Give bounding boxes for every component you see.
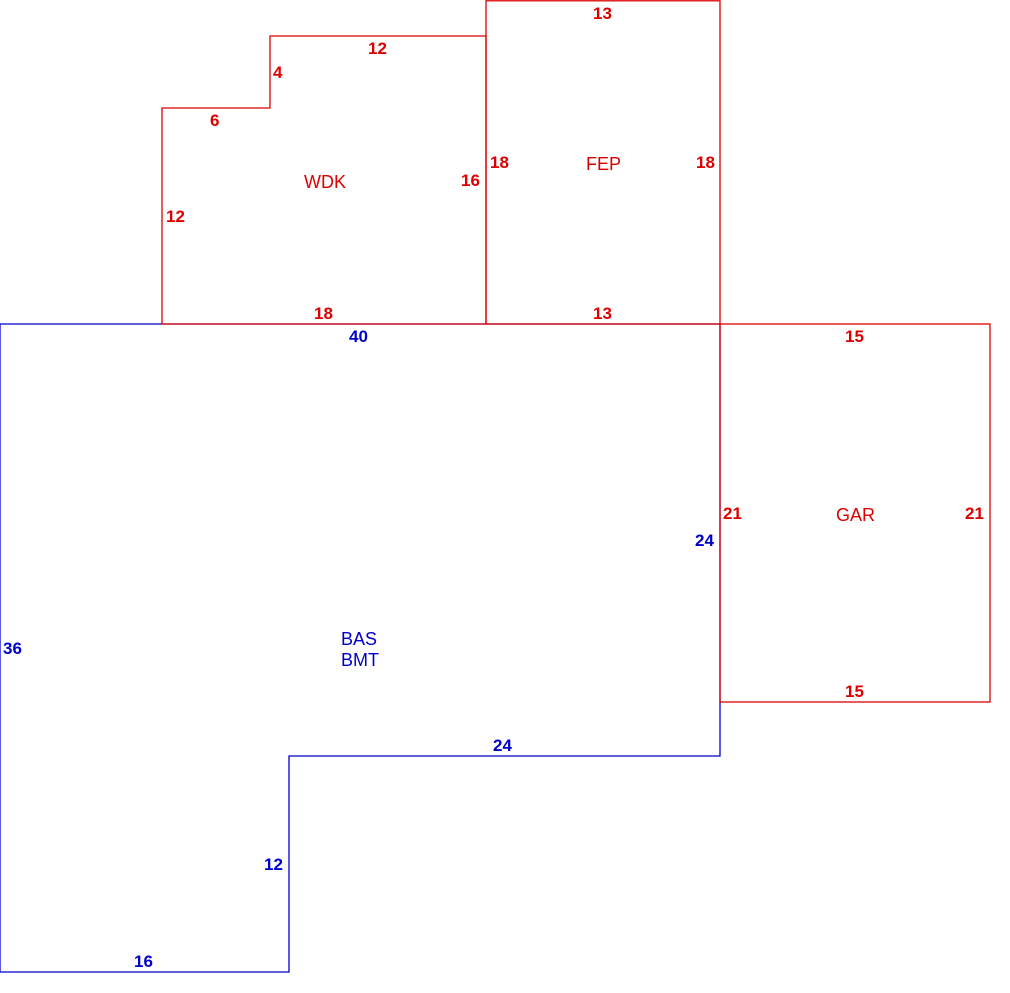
bmt-code: BMT	[341, 650, 379, 670]
area-bas: 40 36 24 24 12 16 BAS BMT	[0, 323, 721, 973]
fep-dim-bottom: 13	[593, 304, 612, 323]
bas-dim-step-side: 12	[264, 855, 283, 874]
wdk-dim-bottom: 18	[314, 304, 333, 323]
gar-dim-right: 21	[965, 504, 984, 523]
bas-dim-bottom: 16	[134, 952, 153, 971]
bas-dim-left: 36	[3, 639, 22, 658]
gar-dim-top: 15	[845, 327, 864, 346]
gar-code: GAR	[836, 505, 875, 525]
gar-outline	[719, 323, 991, 703]
fep-dim-top: 13	[593, 4, 612, 23]
gar-dim-bottom: 15	[845, 682, 864, 701]
wdk-code: WDK	[304, 172, 346, 192]
area-fep: 13 18 18 13 FEP	[485, 0, 721, 325]
bas-dim-top: 40	[349, 327, 368, 346]
bas-dim-right: 24	[695, 531, 714, 550]
wdk-dim-right: 16	[461, 171, 480, 190]
fep-dim-left: 18	[490, 153, 509, 172]
gar-dim-left: 21	[723, 504, 742, 523]
area-gar: 15 21 21 15 GAR	[719, 323, 991, 703]
fep-code: FEP	[586, 154, 621, 174]
fep-outline	[485, 0, 721, 325]
area-wdk: 12 4 6 12 16 18 WDK	[161, 35, 487, 325]
fep-dim-right: 18	[696, 153, 715, 172]
wdk-dim-step-top: 6	[210, 111, 219, 130]
bas-code: BAS	[341, 629, 377, 649]
wdk-dim-step-side: 4	[273, 63, 283, 82]
wdk-dim-left: 12	[166, 207, 185, 226]
wdk-dim-top: 12	[368, 39, 387, 58]
bas-dim-step-top: 24	[493, 736, 512, 755]
